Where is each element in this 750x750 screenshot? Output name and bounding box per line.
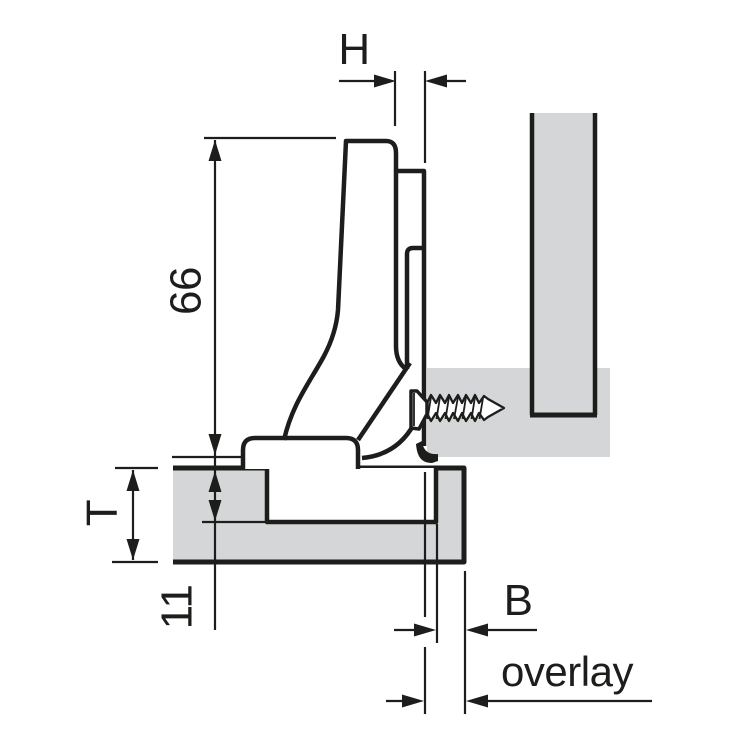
dimension-t: T — [77, 470, 140, 560]
dim-h-left-arrowhead — [374, 74, 396, 88]
cup-cavity-outline — [264, 468, 439, 525]
hinge-arm-diagonal-lower — [361, 422, 416, 461]
dim-t-bottom-arrowhead — [126, 539, 140, 560]
dim-66-label: 66 — [161, 267, 210, 315]
hinge-cup-flange — [240, 435, 361, 469]
extension-lines — [112, 71, 467, 714]
cup-flange-outline — [240, 435, 361, 469]
side-panel-fill — [532, 113, 595, 415]
dim-overlay-left-arrowhead — [402, 694, 424, 708]
hinge-arm-outline — [281, 138, 438, 463]
dim-b-left-arrowhead — [414, 623, 436, 637]
dim-11-label: 11 — [152, 585, 201, 630]
hinge-arm-foot — [416, 441, 438, 463]
screw-thread-helix — [426, 396, 484, 420]
dimension-66: 66 — [161, 140, 222, 630]
dim-b-right-arrowhead — [466, 623, 488, 637]
dim-overlay-label: overlay — [501, 648, 633, 695]
dim-t-label: T — [77, 500, 126, 526]
dim-b-label: B — [504, 576, 533, 625]
dim-h-label: H — [338, 25, 369, 74]
hinge-arm-contour — [281, 138, 427, 446]
mounting-screw — [409, 389, 506, 431]
dim-h-right-arrowhead — [425, 74, 447, 88]
screw-head — [409, 389, 429, 431]
dim-11-top-arrowhead — [208, 471, 222, 492]
hinge-arm-inner-edge — [393, 171, 408, 371]
cup-cavity-fill — [267, 468, 436, 522]
dimension-h: H — [338, 25, 466, 88]
cabinet-side-panel — [529, 113, 598, 418]
dimension-overlay: overlay — [386, 648, 652, 708]
dim-66-bottom-arrowhead — [208, 434, 222, 455]
hinge-arm-diagonal-upper — [356, 361, 412, 442]
dim-t-top-arrowhead — [126, 470, 140, 491]
dimension-11: 11 — [152, 471, 222, 630]
dim-overlay-right-arrowhead — [466, 694, 488, 708]
dim-11-bottom-arrowhead — [208, 500, 222, 521]
dimension-b: B — [394, 576, 537, 637]
dim-66-top-arrowhead — [208, 140, 222, 161]
hinge-arm-inner-step — [404, 245, 424, 369]
cup-cavity — [264, 468, 439, 525]
